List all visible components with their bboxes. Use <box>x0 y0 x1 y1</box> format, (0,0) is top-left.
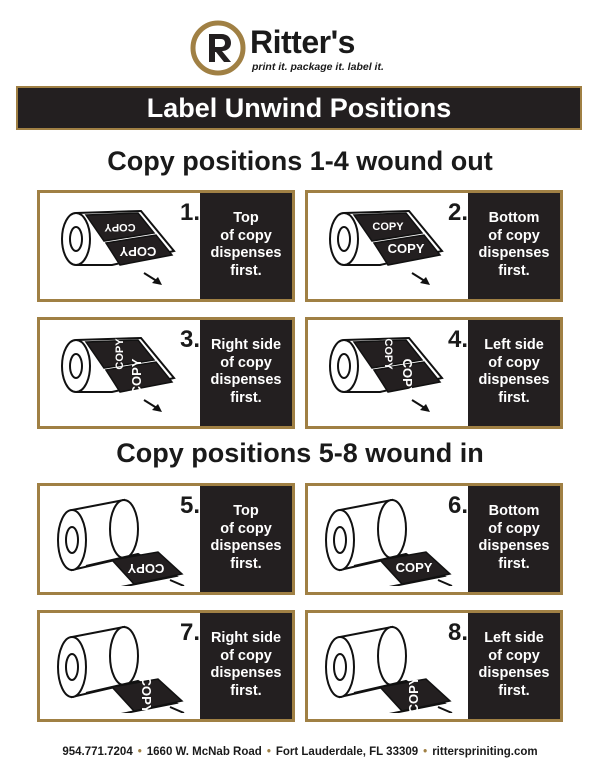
description-line: first. <box>230 389 262 406</box>
description-line: Right side <box>210 337 282 353</box>
description-line: of copy <box>220 354 272 371</box>
position-number: 6. <box>447 492 468 519</box>
description-line: dispenses <box>478 665 550 681</box>
description-line: dispenses <box>210 538 282 554</box>
description-line: of copy <box>488 647 540 664</box>
description-line: of copy <box>220 227 272 244</box>
description-line: first. <box>498 555 530 572</box>
footer-city: Fort Lauderdale, FL 33309 <box>275 746 419 758</box>
footer-phone: 954.771.7204 <box>62 746 133 758</box>
footer-website[interactable]: ritterspriniting.com <box>432 746 538 758</box>
position-number: 7. <box>179 619 200 646</box>
description-line: Left side <box>484 630 544 646</box>
footer-address: 1660 W. McNab Road <box>146 746 262 758</box>
section-heading-wound-out: Copy positions 1-4 wound out <box>107 146 493 176</box>
description-line: dispenses <box>210 245 282 261</box>
wound-out-bottom-icon: COPY COPY <box>314 203 464 293</box>
brand-name: Ritter's <box>250 24 355 60</box>
section-heading-wound-in: Copy positions 5-8 wound in <box>116 438 484 468</box>
description-line: first. <box>498 682 530 699</box>
wound-in-top-icon: COPY <box>46 496 196 589</box>
svg-text:COPY: COPY <box>139 677 154 713</box>
description-line: dispenses <box>210 665 282 681</box>
description-line: of copy <box>488 227 540 244</box>
brand-tagline: print it. package it. label it. <box>252 61 384 73</box>
svg-text:COPY: COPY <box>114 338 126 370</box>
wound-out-left-icon: COPY COPY <box>314 330 464 420</box>
description-line: dispenses <box>478 372 550 388</box>
description-line: Left side <box>484 337 544 353</box>
separator-dot-icon: • <box>423 746 428 758</box>
ritters-logo: Ritter's print it. package it. label it. <box>190 18 420 80</box>
svg-text:COPY: COPY <box>382 338 394 370</box>
svg-text:COPY: COPY <box>104 221 136 233</box>
description-line: first. <box>230 682 262 699</box>
description-line: of copy <box>220 520 272 537</box>
svg-text:COPY: COPY <box>127 561 164 576</box>
wound-in-bottom-icon: COPY <box>314 496 464 589</box>
wound-in-right-icon: COPY <box>46 623 196 716</box>
position-number: 3. <box>179 326 200 353</box>
svg-text:COPY: COPY <box>129 358 144 395</box>
separator-dot-icon: • <box>266 746 271 758</box>
description-line: first. <box>230 262 262 279</box>
svg-text:COPY: COPY <box>388 241 425 256</box>
separator-dot-icon: • <box>137 746 142 758</box>
description-line: dispenses <box>478 245 550 261</box>
wound-in-left-icon: COPY <box>314 623 464 716</box>
description-line: dispenses <box>478 538 550 554</box>
ritters-r-mark-icon <box>190 20 246 76</box>
svg-text:COPY: COPY <box>396 560 433 575</box>
description-line: Top <box>233 210 259 226</box>
svg-text:COPY: COPY <box>119 244 156 259</box>
position-number: 5. <box>179 492 200 519</box>
position-number: 2. <box>447 199 468 226</box>
description-line: first. <box>498 389 530 406</box>
description-line: Bottom <box>488 210 540 226</box>
position-number: 8. <box>447 619 468 646</box>
description-line: Right side <box>210 630 282 646</box>
description-line: of copy <box>488 354 540 371</box>
description-line: first. <box>230 555 262 572</box>
position-number: 4. <box>447 326 468 353</box>
svg-text:COPY: COPY <box>406 676 421 713</box>
description-line: of copy <box>488 520 540 537</box>
page-title: Label Unwind Positions <box>16 86 582 130</box>
description-line: of copy <box>220 647 272 664</box>
wound-out-top-icon: COPY COPY <box>46 203 196 293</box>
svg-text:COPY: COPY <box>372 221 404 233</box>
description-line: dispenses <box>210 372 282 388</box>
contact-footer: 954.771.7204 • 1660 W. McNab Road • Fort Lau… <box>0 746 600 758</box>
position-number: 1. <box>179 199 200 226</box>
description-line: Top <box>233 503 259 519</box>
description-line: first. <box>498 262 530 279</box>
description-line: Bottom <box>488 503 540 519</box>
svg-text:COPY: COPY <box>400 359 415 396</box>
